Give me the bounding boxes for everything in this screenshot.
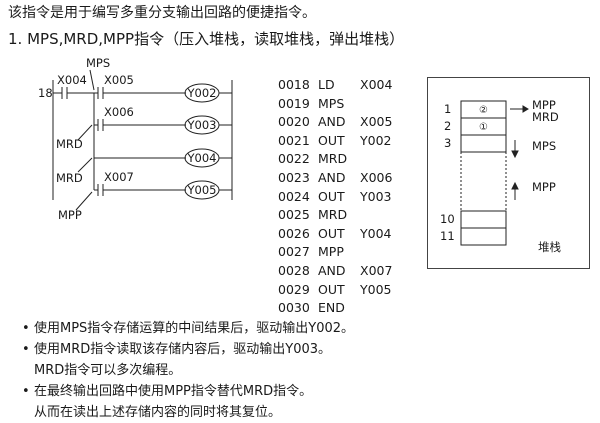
arrow-label-mrd: MRD [532,110,559,124]
contact-label-x007: X007 [104,170,134,184]
stack-level-label: 10 [440,212,455,226]
stack-cell-11 [460,227,507,246]
step-number: 18 [38,86,53,100]
coil-y004 [184,148,220,168]
coil-label-y005: Y005 [187,183,217,197]
mrd-label-1: MRD [56,137,83,151]
mps-label: MPS [86,56,110,70]
mrd-pointer-2 [77,157,93,173]
stack-level-label: 11 [440,229,455,243]
stack-cell-3 [460,134,507,153]
bullet-dot: • [22,384,30,399]
note-item: • 在最终输出回路中使用MPP指令替代MRD指令。 [22,381,354,402]
note-text: 在最终输出回路中使用MPP指令替代MRD指令。 [34,384,313,399]
mrd-pointer-1 [77,124,93,141]
stack-cell-10 [460,210,507,229]
stack-diagram-frame: 1 2 3 10 11 ② ① MPP MRD MPS MPP 堆栈 [427,77,590,269]
mpp-pointer [75,191,93,211]
coil-y005 [184,180,220,200]
arrow-down-head [511,150,519,159]
arrow-label-mpp: MPP [532,98,556,112]
intro-text: 该指令是用于编写多重分支输出回路的便捷指令。 [8,5,316,21]
coil-y003 [184,115,220,135]
note-text: 使用MPS指令存储运算的中间结果后，驱动输出Y002。 [34,321,355,336]
stack-mark-2: ② [479,105,488,116]
ladder-diagram: 18 MPS X004 X005 X006 X007 MRD MRD MPP Y… [38,56,233,222]
note-item: • 使用MRD指令读取该存储内容后，驱动输出Y003。 [22,339,354,360]
coil-label-y003: Y003 [187,118,217,132]
stack-mark-1: ① [479,122,488,133]
mrd-label-2: MRD [56,171,83,185]
stack-caption: 堆栈 [538,240,561,254]
stack-level-label: 1 [444,102,451,116]
stack-diagram: 1 2 3 10 11 ② ① MPP MRD MPS MPP 堆栈 [440,98,561,254]
arrow-up-head [511,181,519,190]
mpp-label: MPP [58,208,82,222]
coil-label-y002: Y002 [187,86,217,100]
coil-y002 [184,83,220,103]
bullet-dot: • [22,321,30,336]
contact-label-x006: X006 [104,105,134,119]
stack-level-label: 2 [444,119,451,133]
notes-list: • 使用MPS指令存储运算的中间结果后，驱动输出Y002。 • 使用MRD指令读… [22,318,354,423]
bullet-dot: • [22,342,30,357]
stack-level-label: 3 [444,136,451,150]
contact-label-x005: X005 [104,73,134,87]
note-text-continued: MRD指令可以多次编程。 [34,363,182,378]
section-heading: 1. MPS,MRD,MPP指令（压入堆栈，读取堆栈，弹出堆栈） [8,30,405,48]
coil-label-y004: Y004 [187,151,217,165]
arrow-label-mpp-up: MPP [532,180,556,194]
note-item: • 使用MPS指令存储运算的中间结果后，驱动输出Y002。 [22,318,354,339]
arrow-label-mps: MPS [532,139,556,153]
contact-label-x004: X004 [57,73,87,87]
note-text: 使用MRD指令读取该存储内容后，驱动输出Y003。 [34,342,332,357]
arrow-right-head [522,105,529,113]
mps-pointer [89,69,95,91]
note-text-continued: 从而在读出上述存储内容的同时将其复位。 [34,405,282,420]
